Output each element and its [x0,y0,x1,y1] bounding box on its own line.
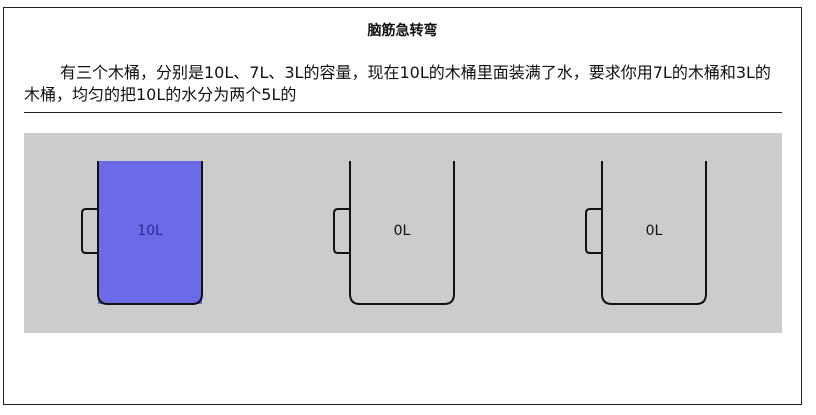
bucket-3l[interactable]: 0L [584,161,714,306]
water-fill [98,161,202,304]
bucket-icon [585,161,707,305]
bucket-icon [81,161,203,305]
bucket-body [601,161,707,305]
puzzle-frame: 脑筋急转弯 有三个木桶，分别是10L、7L、3L的容量，现在10L的木桶里面装满… [3,7,802,405]
divider [24,112,782,113]
bucket-icon [333,161,455,305]
bucket-body [97,161,203,305]
bucket-body [349,161,455,305]
bucket-volume-label: 0L [393,223,411,239]
page-title: 脑筋急转弯 [367,23,438,39]
bucket-volume-label: 10L [137,223,163,239]
bucket-handle [333,208,350,254]
bucket-10l[interactable]: 10L [80,161,210,306]
bucket-handle [585,208,602,254]
bucket-stage: 10L 0L 0L [24,133,782,333]
bucket-volume-label: 0L [645,223,663,239]
bucket-7l[interactable]: 0L [332,161,462,306]
puzzle-description: 有三个木桶，分别是10L、7L、3L的容量，现在10L的木桶里面装满了水，要求你… [24,63,771,104]
bucket-handle [81,208,98,254]
